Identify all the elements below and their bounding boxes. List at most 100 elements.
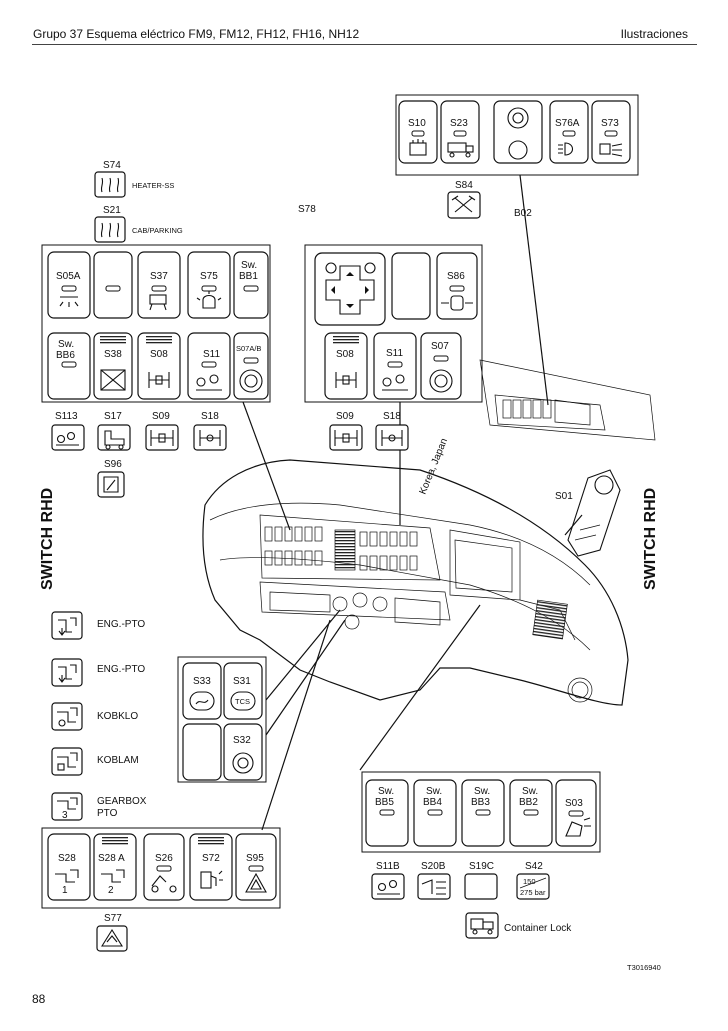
label-s08-mid: S08 [336,349,354,360]
s84-hammer-icon [447,191,481,219]
switch-s03[interactable]: S03 [555,779,597,847]
switch-s76a[interactable]: S76A [549,100,589,164]
page-number: 88 [32,992,46,1006]
switch-s73[interactable]: S73 [591,100,631,164]
label-s113: S113 [55,411,78,422]
s74-heater: S74 HEATER-SS [94,160,174,198]
diff-lock-icon-mid [334,430,358,446]
switch-s08-mid[interactable]: S08 [324,332,368,400]
switch-s38[interactable]: S38 [93,332,133,400]
s42-value-1: 150 [523,877,536,886]
switch-s23[interactable]: S23 [440,100,480,164]
label-s08: S08 [150,349,168,360]
label-s72: S72 [202,853,220,864]
label-sw-bb2: Sw.BB2 [519,786,538,808]
label-s33: S33 [193,676,211,687]
switch-blank-1[interactable] [93,251,133,319]
retarder-icon [239,369,263,393]
switch-s26[interactable]: S26 [143,833,185,901]
container-lock-icon [470,918,494,935]
label-s74: S74 [103,160,121,171]
axle-diff-icon [199,430,221,446]
header-rule [32,44,697,45]
label-s84: S84 [455,180,473,191]
switch-s86[interactable]: S86 [436,252,478,320]
s42-value-2: 275 bar [520,888,546,897]
label-s77: S77 [104,913,122,924]
retarder-icon-mid [429,369,453,393]
pto-item-3: KOBKLO [51,702,138,731]
axle-lift-icon-small [56,431,79,446]
switch-sw-bb5[interactable]: Sw.BB5 [365,779,409,847]
switch-s07[interactable]: S07 [420,332,462,400]
middle-switch-panel: S86 S08 S11 S07 [304,244,483,403]
switch-s28a[interactable]: S28 A 2 [93,833,137,901]
switch-s31[interactable]: S31 TCS [223,662,263,720]
label-sw-bb5: Sw.BB5 [375,786,394,808]
bottom-right-panel: Sw.BB5 Sw.BB4 Sw.BB3 Sw.BB2 S03 [361,771,601,853]
switch-sw-bb3[interactable]: Sw.BB3 [461,779,505,847]
switch-sw-bb2[interactable]: Sw.BB2 [509,779,553,847]
small-switch-panel: S33 S31 TCS S32 [177,656,267,783]
switch-s95[interactable]: S95 [235,833,277,901]
axle-lift-icon-br [377,879,400,895]
switch-s28[interactable]: S28 1 [47,833,91,901]
switch-s33[interactable]: S33 [182,662,222,720]
left-panel-below: S113 S17 S09 S18 S96 [51,411,227,498]
switch-blank-small[interactable] [182,723,222,781]
figure-code: T3016940 [627,963,661,972]
seat-icon [104,430,125,450]
pto-item-4: KOBLAM [51,747,139,776]
suspension-icon [421,879,446,895]
switch-s72[interactable]: S72 [189,833,233,901]
switch-s11[interactable]: S11 [187,332,231,400]
work-light-icon [599,143,623,157]
switch-s32[interactable]: S32 [223,723,263,781]
label-s07ab: S07A/B [236,344,261,353]
switch-s75[interactable]: S75 [187,251,231,319]
switch-s37[interactable]: S37 [137,251,181,319]
warning-triangle-icon [245,872,267,893]
s77-alarm [96,925,128,952]
label-s31: S31 [233,676,251,687]
switch-s05a[interactable]: S05A [47,251,91,319]
num-s28a: 2 [108,885,114,896]
switch-sw-bb6[interactable]: Sw.BB6 [47,332,91,400]
switch-sw-bb1[interactable]: Sw.BB1 [233,251,269,319]
switch-s07ab[interactable]: S07A/B [233,332,269,400]
label-b02: B02 [514,208,532,219]
label-s18-mid: S18 [383,411,401,422]
brake-icon [232,752,254,774]
header-title: Grupo 37 Esquema eléctrico FM9, FM12, FH… [33,27,360,41]
tcs-text: TCS [235,697,250,706]
side-label-right: SWITCH RHD [642,488,659,590]
bottom-left-panel: S28 1 S28 A 2 S26 S72 S95 [41,827,281,909]
tcs-icon [230,691,256,711]
s01-stalk[interactable] [567,469,621,557]
label-s26: S26 [155,853,173,864]
label-s17: S17 [104,411,122,422]
beacon-icon [196,291,222,309]
region-label: Korea, Japan [418,437,450,496]
label-s76a: S76A [555,118,580,129]
switch-sw-bb4[interactable]: Sw.BB4 [413,779,457,847]
label-s95: S95 [246,853,264,864]
switch-blank-mid[interactable] [391,252,431,320]
label-s28: S28 [58,853,76,864]
switch-s11-mid[interactable]: S11 [373,332,417,400]
diff-lock-cross-icon [100,369,126,391]
switch-s08[interactable]: S08 [137,332,181,400]
menu-control-s78[interactable] [314,252,386,326]
axle-diff-icon-mid [381,430,403,446]
label-s28a: S28 A [98,853,125,864]
label-s38: S38 [104,349,122,360]
tachograph-icon [103,476,119,493]
switch-s10[interactable]: S10 [398,100,438,164]
mid-panel-below: S09 S18 [329,411,409,451]
label-s37: S37 [150,271,168,282]
top-right-panel: S10 S23 S76A S73 S84 [395,94,639,219]
label-s23: S23 [450,118,468,129]
interior-light-icon [59,296,79,307]
